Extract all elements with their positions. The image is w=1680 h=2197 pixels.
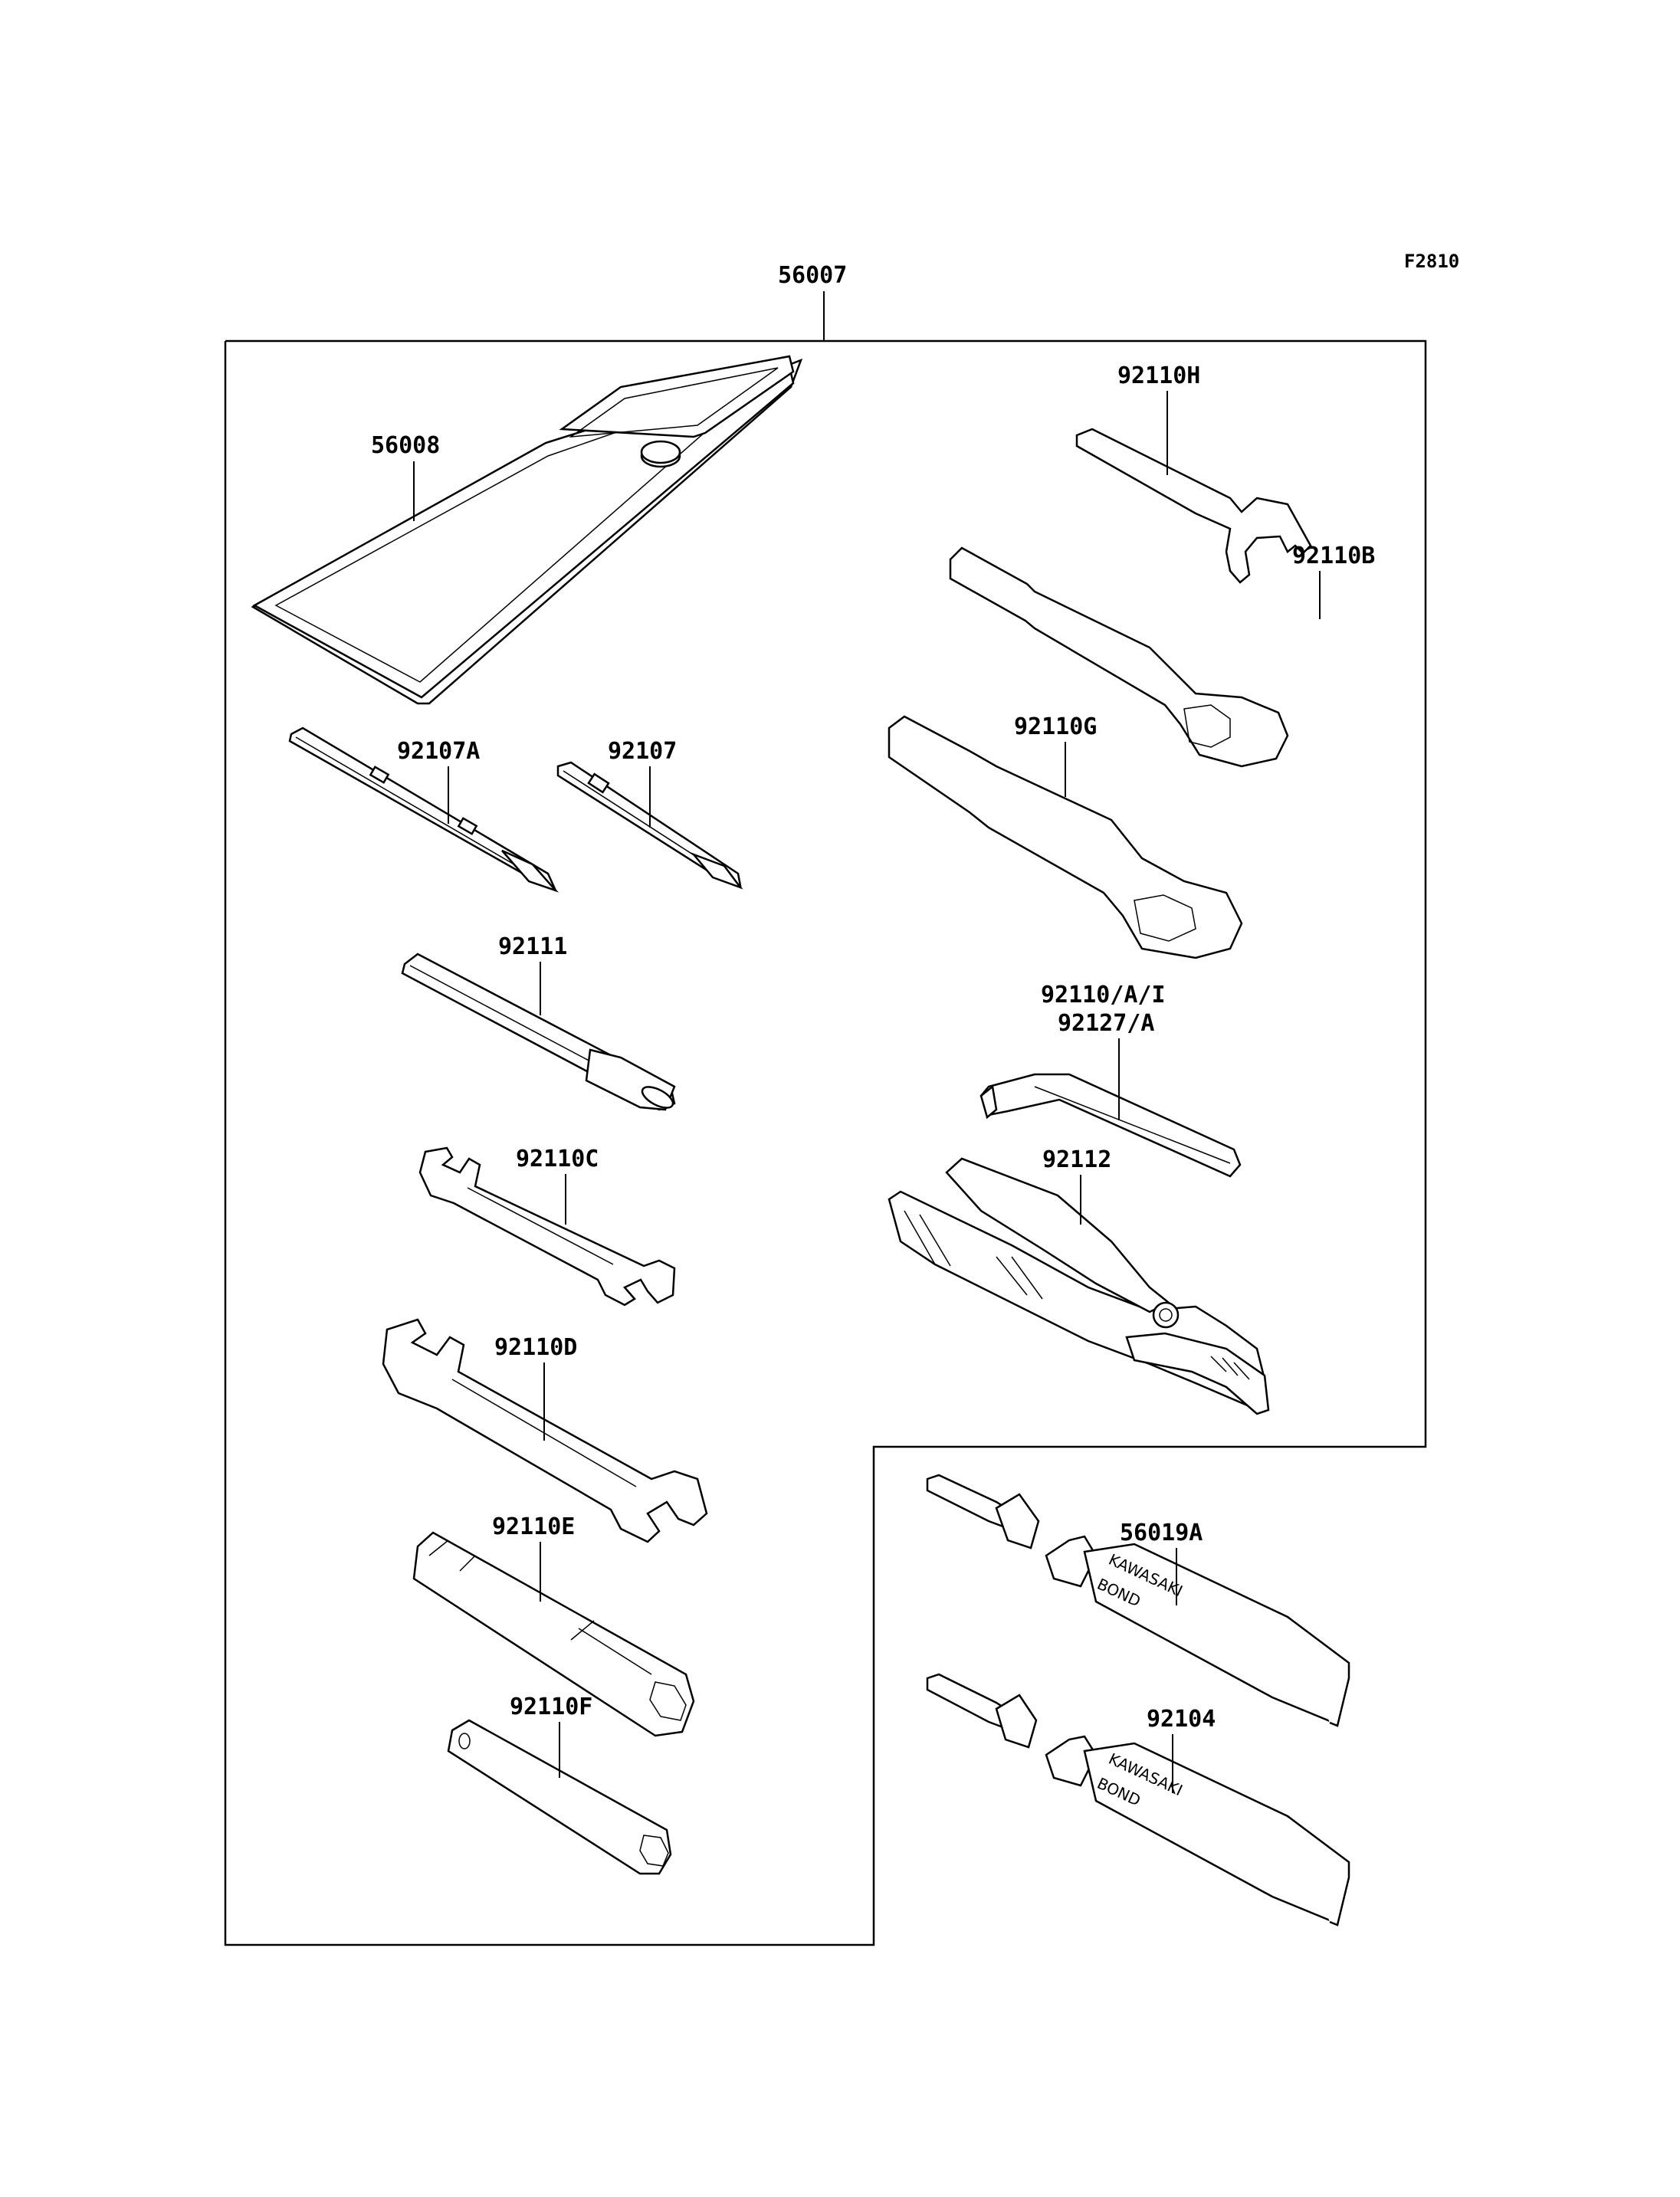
handle-bar-drawing — [401, 953, 676, 1111]
box-wrench-small-drawing — [447, 1719, 672, 1875]
hook-wrench-drawing — [1075, 428, 1312, 584]
kit-boundary — [224, 339, 1427, 1946]
screwdriver-long-label: 92107A — [397, 738, 480, 765]
ring-wrench-g-label: 92110G — [1014, 713, 1097, 740]
ring-wrench-b-label: 92110B — [1292, 543, 1375, 569]
hex-wrench-label-1: 92110/A/I — [1041, 982, 1166, 1008]
pliers-drawing — [888, 1157, 1270, 1415]
box-wrench-large-drawing — [412, 1531, 695, 1737]
kit-part-number: 56007 — [778, 262, 847, 289]
open-wrench-large-label: 92110D — [494, 1334, 577, 1361]
ring-wrench-b-drawing — [949, 546, 1289, 768]
open-wrench-small-drawing — [418, 1146, 676, 1307]
hook-wrench-label: 92110H — [1117, 362, 1200, 389]
bond-tube-2-drawing: KAWASAKI BOND — [926, 1673, 1350, 1926]
box-wrench-large-label: 92110E — [492, 1513, 575, 1540]
hex-wrench-label-2: 92127/A — [1058, 1010, 1154, 1037]
pliers-label: 92112 — [1042, 1146, 1111, 1173]
figure-code: F2810 — [1404, 251, 1459, 272]
ring-wrench-g-drawing — [888, 715, 1243, 959]
screwdriver-long-drawing — [288, 726, 559, 893]
bond-tube-2-label: 92104 — [1147, 1706, 1216, 1733]
handle-bar-label: 92111 — [498, 933, 567, 960]
tool-bag-drawing — [251, 355, 803, 705]
tool-bag-label: 56008 — [371, 432, 440, 459]
box-wrench-small-label: 92110F — [510, 1694, 592, 1720]
screwdriver-short-label: 92107 — [608, 738, 677, 765]
bond-tube-1-label: 56019A — [1120, 1520, 1203, 1546]
open-wrench-small-label: 92110C — [516, 1146, 599, 1172]
hex-wrench-drawing — [979, 1073, 1242, 1178]
bond-tube-1-drawing: KAWASAKI BOND — [926, 1474, 1350, 1727]
